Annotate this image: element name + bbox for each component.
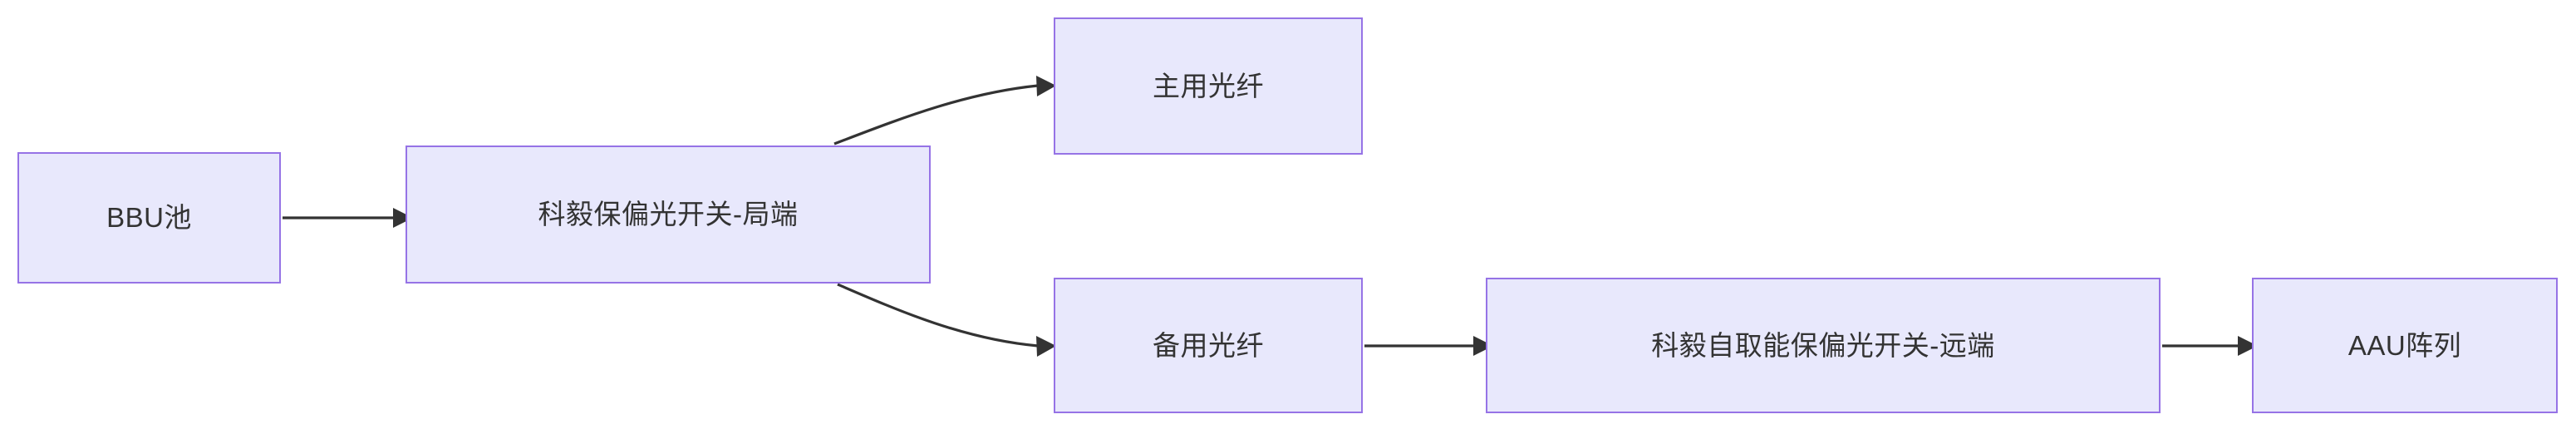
node-label: 科毅保偏光开关-局端 — [538, 199, 799, 230]
edge-switch-local-to-backup-fiber — [837, 283, 1056, 357]
node-label: 备用光纤 — [1153, 329, 1264, 361]
node-bbu-pool[interactable]: BBU池 — [17, 152, 281, 284]
edge-bbu-to-switch-local — [283, 208, 413, 228]
node-switch-remote[interactable]: 科毅自取能保偏光开关-远端 — [1486, 278, 2161, 413]
edge-switch-local-to-primary-fiber — [833, 76, 1056, 145]
node-backup-fiber[interactable]: 备用光纤 — [1054, 278, 1363, 413]
node-label: AAU阵列 — [2347, 329, 2462, 361]
edge-switch-remote-to-aau — [2162, 336, 2258, 356]
node-primary-fiber[interactable]: 主用光纤 — [1054, 17, 1363, 155]
node-label: 主用光纤 — [1153, 70, 1264, 101]
node-aau-array[interactable]: AAU阵列 — [2252, 278, 2558, 413]
edge-backup-fiber-to-switch-remote — [1364, 336, 1493, 356]
node-switch-local[interactable]: 科毅保偏光开关-局端 — [406, 145, 931, 284]
node-label: 科毅自取能保偏光开关-远端 — [1651, 329, 1995, 361]
node-label: BBU池 — [106, 202, 192, 234]
